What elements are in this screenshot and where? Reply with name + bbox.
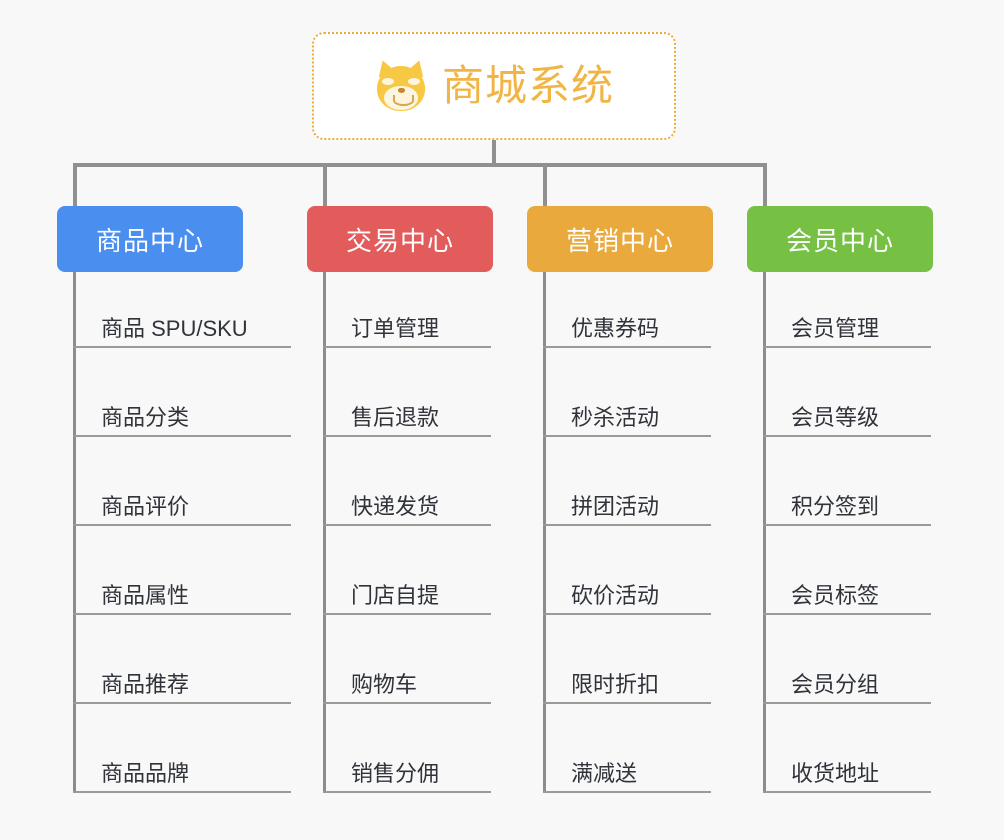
category-header[interactable]: 营销中心 xyxy=(527,206,713,272)
leaf-item[interactable]: 商品评价 xyxy=(73,496,291,526)
connector-drop-2 xyxy=(323,163,327,206)
shiba-dog-face-icon xyxy=(374,57,428,113)
leaf-item[interactable]: 满减送 xyxy=(543,763,711,793)
leaf-item[interactable]: 会员等级 xyxy=(763,407,931,437)
leaf-item[interactable]: 拼团活动 xyxy=(543,496,711,526)
root-node[interactable]: 商城系统 xyxy=(312,32,676,140)
leaf-item[interactable]: 商品推荐 xyxy=(73,674,291,704)
leaf-item[interactable]: 售后退款 xyxy=(323,407,491,437)
category-header[interactable]: 交易中心 xyxy=(307,206,493,272)
leaf-item[interactable]: 会员管理 xyxy=(763,318,931,348)
root-title: 商城系统 xyxy=(441,62,614,109)
leaf-item[interactable]: 门店自提 xyxy=(323,585,491,615)
leaf-item[interactable]: 商品品牌 xyxy=(73,763,291,793)
leaf-item[interactable]: 商品 SPU/SKU xyxy=(73,318,291,348)
connector-drop-4 xyxy=(763,163,767,206)
category-spine xyxy=(73,272,76,793)
leaf-item[interactable]: 会员标签 xyxy=(763,585,931,615)
leaf-item[interactable]: 商品属性 xyxy=(73,585,291,615)
connector-trunk xyxy=(492,140,496,167)
leaf-item[interactable]: 收货地址 xyxy=(763,763,931,793)
leaf-item[interactable]: 购物车 xyxy=(323,674,491,704)
category-spine xyxy=(323,272,326,793)
leaf-item[interactable]: 快递发货 xyxy=(323,496,491,526)
leaf-item[interactable]: 限时折扣 xyxy=(543,674,711,704)
connector-drop-3 xyxy=(543,163,547,206)
leaf-item[interactable]: 砍价活动 xyxy=(543,585,711,615)
connector-bus xyxy=(73,163,763,167)
leaf-item[interactable]: 优惠券码 xyxy=(543,318,711,348)
leaf-item[interactable]: 商品分类 xyxy=(73,407,291,437)
category-spine xyxy=(543,272,546,793)
leaf-item[interactable]: 销售分佣 xyxy=(323,763,491,793)
category-spine xyxy=(763,272,766,793)
leaf-item[interactable]: 会员分组 xyxy=(763,674,931,704)
connector-drop-1 xyxy=(73,163,77,206)
category-header[interactable]: 会员中心 xyxy=(747,206,933,272)
leaf-item[interactable]: 积分签到 xyxy=(763,496,931,526)
leaf-item[interactable]: 秒杀活动 xyxy=(543,407,711,437)
category-header[interactable]: 商品中心 xyxy=(57,206,243,272)
leaf-item[interactable]: 订单管理 xyxy=(323,318,491,348)
